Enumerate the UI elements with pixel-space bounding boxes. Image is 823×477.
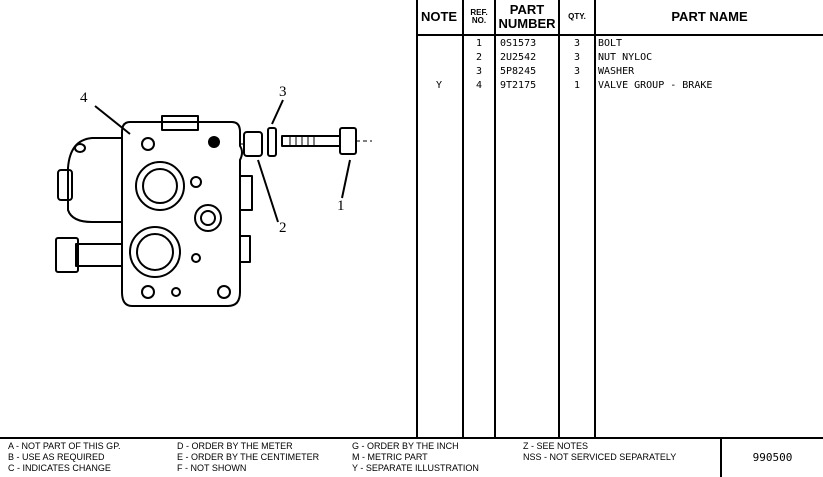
fitting-hex [55, 237, 79, 273]
right-boss-lower [239, 235, 251, 263]
callout-3: 3 [279, 84, 287, 100]
small-port [194, 204, 222, 232]
callout-4: 4 [80, 90, 88, 106]
legend-item: E - ORDER BY THE CENTIMETER [177, 452, 320, 462]
cell-qty: 3 [573, 52, 581, 63]
legend-item: Z - SEE NOTES [523, 441, 589, 451]
legend-item: C - INDICATES CHANGE [8, 463, 111, 473]
legend-item: D - ORDER BY THE METER [177, 441, 293, 451]
valve-group-drawing [55, 99, 372, 307]
header-qty: QTY. [568, 11, 586, 21]
legend-footer: A - NOT PART OF THIS GP. B - USE AS REQU… [0, 437, 823, 477]
cell-ref: 2 [475, 52, 483, 63]
cell-qty: 3 [573, 38, 581, 49]
table-row: 2 2U2542 3 NUT NYLOC [416, 51, 823, 65]
housing-bolt-head [74, 143, 86, 153]
header-part-name: PART NAME [671, 9, 748, 25]
cell-part-number: 2U2542 [500, 52, 537, 63]
legend-item: NSS - NOT SERVICED SEPARATELY [523, 452, 677, 462]
callout-1: 1 [337, 198, 345, 214]
table-row: 1 0S1573 3 BOLT [416, 37, 823, 51]
header-ref-no: REF.NO. [470, 7, 488, 25]
bolt-shank [281, 135, 341, 147]
cell-ref: 3 [475, 66, 483, 77]
lower-port [129, 226, 181, 278]
cell-qty: 3 [573, 66, 581, 77]
cell-qty: 1 [573, 80, 581, 91]
housing-cap [57, 169, 73, 201]
upper-port [135, 161, 185, 211]
cell-part-number: 9T2175 [500, 80, 537, 91]
cell-part-number: 5P8245 [500, 66, 537, 77]
legend-item: F - NOT SHOWN [177, 463, 247, 473]
legend-item: G - ORDER BY THE INCH [352, 441, 459, 451]
table-row: 3 5P8245 3 WASHER [416, 65, 823, 79]
cell-part-number: 0S1573 [500, 38, 537, 49]
fitting-body [75, 243, 123, 267]
washer [267, 127, 277, 157]
legend-item: A - NOT PART OF THIS GP. [8, 441, 121, 451]
page-number: 990500 [752, 450, 793, 464]
table-row: Y 4 9T2175 1 VALVE GROUP - BRAKE [416, 79, 823, 93]
valve-body [121, 121, 243, 307]
bolt-head [339, 127, 357, 155]
header-note: NOTE [420, 9, 458, 25]
cell-part-name: NUT NYLOC [598, 52, 653, 63]
cell-part-name: BOLT [598, 38, 623, 49]
cell-note: Y [435, 80, 443, 91]
cell-part-name: WASHER [598, 66, 635, 77]
right-boss-upper [239, 175, 253, 211]
cell-ref: 4 [475, 80, 483, 91]
top-nut [161, 115, 199, 131]
valve-housing-left [67, 137, 123, 223]
legend-item: M - METRIC PART [352, 452, 428, 462]
nyloc-nut [243, 131, 263, 157]
callout-2: 2 [279, 220, 287, 236]
cell-part-name: VALVE GROUP - BRAKE [598, 80, 713, 91]
fastener-dot [208, 136, 220, 148]
exploded-illustration: 4 3 2 1 [0, 0, 416, 437]
cell-ref: 1 [475, 38, 483, 49]
legend-item: B - USE AS REQUIRED [8, 452, 105, 462]
legend-item: Y - SEPARATE ILLUSTRATION [352, 463, 479, 473]
